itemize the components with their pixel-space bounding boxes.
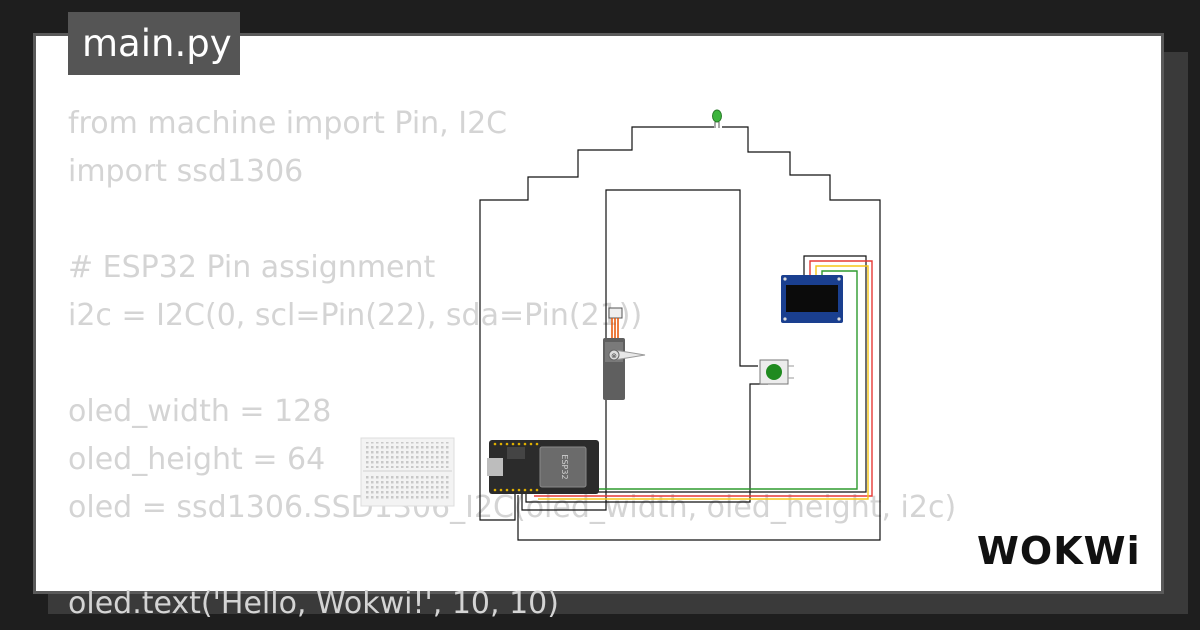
code-line: # ESP32 Pin assignment (68, 250, 436, 285)
code-line: oled_width = 128 (68, 394, 332, 429)
pushbutton (759, 359, 794, 385)
wokwi-logo: WOKWi (977, 529, 1141, 573)
oled-colored-wires (534, 260, 873, 500)
servo-motor: ⊗ (603, 307, 646, 400)
preview-card (33, 33, 1164, 594)
code-line: import ssd1306 (68, 154, 304, 189)
code-line: i2c = I2C(0, scl=Pin(22), sda=Pin(21)) (68, 298, 643, 333)
led (712, 109, 722, 128)
esp32-board: ESP32 (487, 440, 599, 494)
breadboard (360, 437, 455, 507)
wokwi-logo-text: WOKWi (977, 529, 1141, 573)
code-line: oled.text('Hello, Wokwi!', 10, 10) (68, 586, 559, 621)
oled-display (781, 275, 843, 323)
file-tab[interactable]: main.py (68, 12, 240, 75)
code-line: oled_height = 64 (68, 442, 326, 477)
code-line: from machine import Pin, I2C (68, 106, 508, 141)
esp32-chip-label: ESP32 (560, 454, 569, 479)
wires (479, 126, 881, 541)
svg-text:⊗: ⊗ (611, 352, 617, 360)
